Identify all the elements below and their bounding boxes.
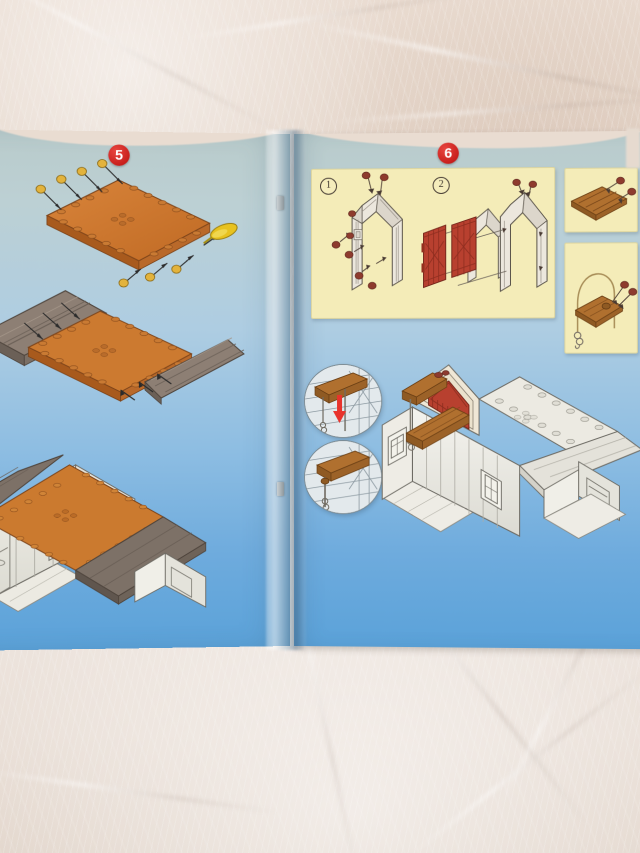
open-booklet: 5 [0, 129, 640, 651]
diagram-pulley-hoist-panel [567, 247, 634, 350]
hayloft-door-red [429, 381, 469, 429]
barn-window [388, 427, 406, 465]
barn-door-right [452, 217, 476, 277]
hoist-beam [402, 371, 449, 451]
booklet-right-page: 6 1 2 [294, 130, 640, 650]
background-paper-sliver [626, 128, 640, 168]
red-arrow-down [332, 394, 346, 423]
booklet-staple [277, 196, 284, 210]
diagram-assembled-barn-with-hayloft-door [376, 328, 640, 541]
side-panel-plank-beam [564, 167, 638, 233]
diagram-plank-beam-panel [567, 172, 634, 229]
barn-door-left [421, 225, 445, 287]
callout-2-content [305, 441, 381, 513]
page-top-edge [294, 130, 640, 151]
balcony-plank [406, 407, 469, 449]
booklet-left-page: 5 [0, 129, 290, 651]
callout-hoist-detail-installed [303, 440, 383, 515]
booklet-gutter [266, 130, 306, 650]
roof-panel-left [0, 455, 63, 526]
barn-window [481, 470, 501, 510]
screwdriver-icon [204, 220, 240, 244]
booklet-staple [277, 482, 284, 496]
callout-hoist-detail-with-arrow [303, 363, 383, 439]
diagram-gable-frame-assembly [331, 171, 431, 312]
substeps-panel: 1 2 [310, 166, 556, 319]
roof-panel-right [145, 338, 244, 405]
diagram-assembled-barn-with-roof [0, 424, 250, 628]
callout-1-content [305, 365, 381, 437]
diagram-floor-plate-with-roof-panels [0, 272, 246, 404]
side-panel-pulley-hoist [564, 242, 638, 354]
step-badge-6: 6 [437, 142, 459, 164]
roof-panel-right [76, 517, 206, 605]
diagram-barn-doors-between-gables [421, 180, 554, 312]
diagram-floor-plate-with-screws [10, 158, 244, 286]
